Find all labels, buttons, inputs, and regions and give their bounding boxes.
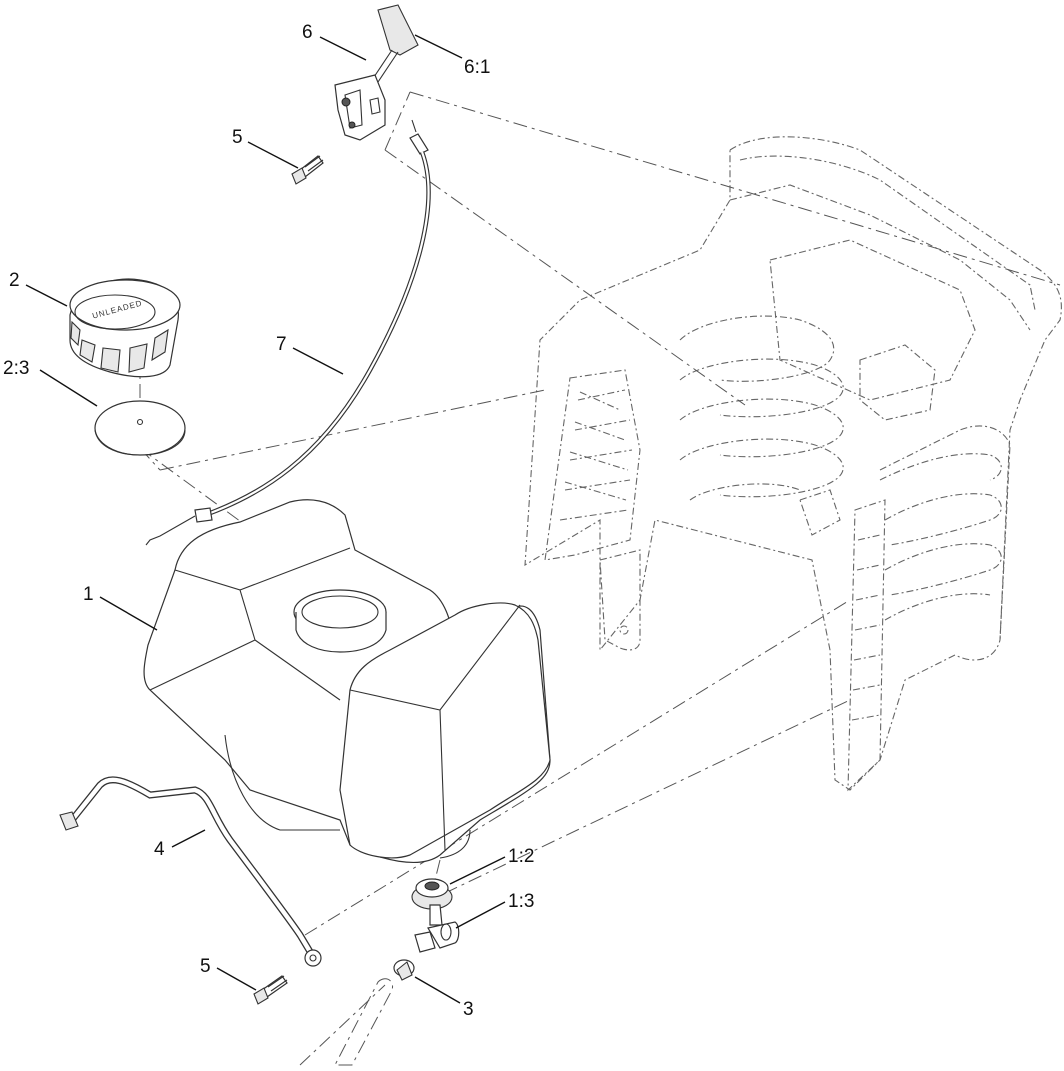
callout-6: 6 — [302, 22, 313, 43]
callout-1-2: 1:2 — [508, 846, 534, 867]
lever-knob — [377, 4, 419, 56]
fuel-tank — [143, 499, 551, 863]
callout-4: 4 — [154, 839, 165, 860]
callout-5-top: 5 — [232, 127, 243, 148]
grommet — [411, 878, 453, 910]
callout-1-3: 1:3 — [508, 891, 534, 912]
callout-3: 3 — [463, 999, 474, 1020]
frame-ghost-outline — [524, 136, 1062, 792]
hose-clamp — [393, 959, 415, 981]
callout-leaders — [25, 34, 506, 1004]
cap-seal — [94, 400, 186, 456]
lever-assembly — [334, 4, 419, 141]
callout-2: 2 — [9, 270, 20, 291]
elbow-fitting — [414, 904, 460, 953]
lever-bracket — [334, 74, 386, 141]
callout-2-3: 2:3 — [3, 358, 29, 379]
callout-labels: 6 6:1 5 2 2:3 7 1 4 1:2 1:3 5 3 — [3, 22, 534, 1020]
callout-1: 1 — [83, 584, 94, 605]
callout-7: 7 — [276, 334, 287, 355]
callout-5-bottom: 5 — [200, 956, 211, 977]
fuel-cap: UNLEADED — [69, 278, 181, 378]
callout-6-1: 6:1 — [464, 57, 490, 78]
fuel-tube — [59, 776, 322, 967]
hose-stub — [334, 978, 394, 1066]
bolt-top — [291, 155, 324, 185]
bolt-bottom — [253, 975, 288, 1005]
control-cable — [145, 119, 431, 546]
